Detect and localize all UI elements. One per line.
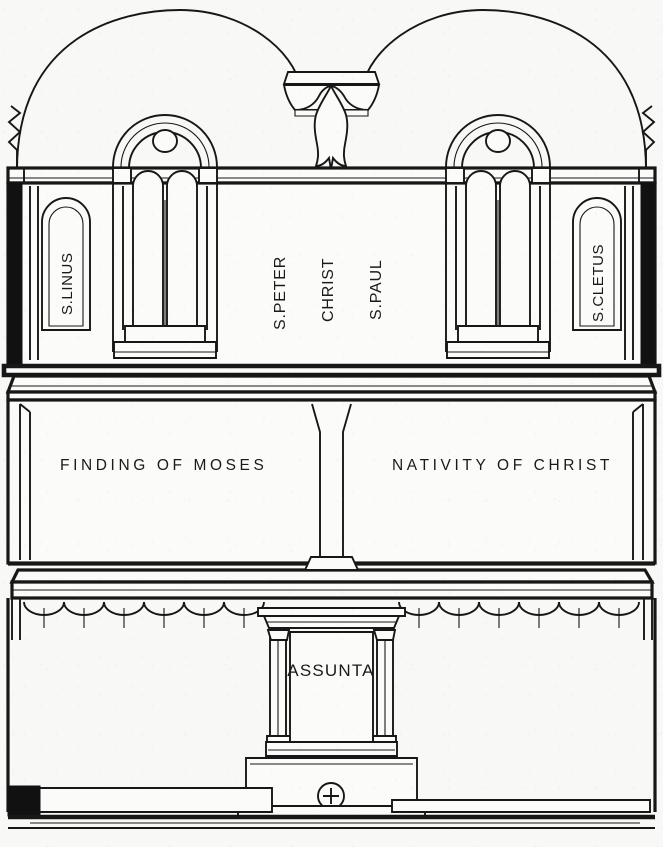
center-figure-labels: S.PETER CHRIST S.PAUL: [272, 256, 385, 330]
niche-right-inner: [580, 207, 614, 326]
cornice-upper-group: [1, 363, 662, 402]
middle-pilaster-left: [20, 404, 30, 560]
frieze-ticks-right: [419, 608, 619, 628]
frieze-return-right: [644, 598, 652, 640]
window-left-light-1: [132, 170, 164, 327]
frieze-group: [12, 598, 652, 640]
impost-return-right: [639, 168, 655, 183]
altar-retable-panel: [289, 631, 374, 743]
floor-group: [7, 785, 655, 828]
upper-wall-group: [6, 181, 657, 368]
vault-arch-left: [17, 10, 300, 170]
altar-entablature-top: [257, 607, 406, 617]
altar-group: ASSUNTA: [237, 607, 426, 817]
window-right-group: [445, 115, 551, 359]
window-right-light-2: [499, 170, 531, 327]
impost-band: [6, 166, 657, 185]
impost-return-left: [8, 168, 24, 183]
label-s-peter: S.PETER: [272, 256, 289, 330]
cornice-upper-top: [1, 363, 662, 378]
window-right-sill-upper: [457, 325, 539, 343]
window-right-oculus: [485, 129, 511, 153]
window-left-group: [112, 115, 218, 359]
window-left-oculus: [152, 129, 178, 153]
altar-label: ASSUNTA: [287, 661, 374, 680]
label-s-paul: S.PAUL: [368, 259, 385, 320]
label-christ: CHRIST: [320, 258, 337, 322]
window-right-arch-mid: [454, 123, 542, 172]
niche-left-label: S.LINUS: [59, 252, 76, 315]
niche-right-label: S.CLETUS: [590, 244, 607, 322]
upper-pilaster-left: [30, 186, 38, 360]
niche-left-outline: [41, 197, 91, 331]
middle-pilaster-right: [633, 404, 643, 560]
break-mark-left: [9, 106, 20, 168]
frieze-return-left: [12, 598, 20, 640]
window-right-impost-right: [531, 167, 551, 184]
vault-arch-right: [363, 10, 646, 170]
niche-left-inner: [49, 207, 83, 326]
break-mark-right: [643, 106, 654, 168]
window-left-sill-lower: [113, 341, 217, 359]
niche-left-group: S.LINUS: [41, 197, 91, 331]
cornice-lower-main: [9, 568, 655, 584]
window-left-impost-right: [198, 167, 218, 184]
cornice-center-block: [303, 556, 360, 571]
floor-bench-left: [37, 787, 273, 813]
upper-pilaster-right: [625, 186, 633, 360]
altar-column-right-capital: [372, 629, 397, 641]
pendant-boss-group: [282, 71, 381, 173]
upper-wall-face: [6, 181, 657, 368]
niche-right-group: S.CLETUS: [572, 197, 622, 331]
frieze-scallops-left: [24, 602, 264, 615]
window-left-sill-upper: [124, 325, 206, 343]
vault-group: [9, 10, 654, 170]
window-left-light-2: [166, 170, 198, 327]
window-right-sill-lower: [446, 341, 550, 359]
cornice-upper-main: [5, 374, 658, 394]
floor-cut-wall-left: [7, 785, 41, 817]
right-cut-pier: [640, 182, 656, 367]
frieze-ticks-left: [44, 608, 244, 628]
circled-cross-strokes: [323, 788, 339, 804]
altar-mensa: [265, 741, 398, 757]
niche-right-outline: [572, 197, 622, 331]
panel-left-label: FINDING OF MOSES: [60, 457, 267, 474]
middle-pilaster-center: [312, 404, 351, 560]
altar-column-left-capital: [266, 629, 291, 641]
window-left-arch-outer: [113, 115, 217, 172]
middle-zone-group: FINDING OF MOSES NATIVITY OF CHRIST: [6, 398, 657, 565]
window-right-impost-left: [445, 167, 465, 184]
left-cut-pier: [7, 182, 23, 367]
floor-bench-right: [391, 799, 651, 813]
window-left-arch-mid: [121, 123, 209, 172]
window-left-impost-left: [112, 167, 132, 184]
window-right-light-1: [465, 170, 497, 327]
panel-right-label: NATIVITY OF CHRIST: [392, 457, 613, 474]
pendant-abacus: [282, 71, 381, 85]
frieze-scallops-right: [399, 602, 639, 615]
lower-zone-group: [8, 598, 655, 812]
middle-wall-face: [6, 398, 657, 565]
impost-band-group: [6, 166, 657, 185]
window-right-arch-outer: [446, 115, 550, 172]
cornice-lower-group: [8, 556, 655, 600]
